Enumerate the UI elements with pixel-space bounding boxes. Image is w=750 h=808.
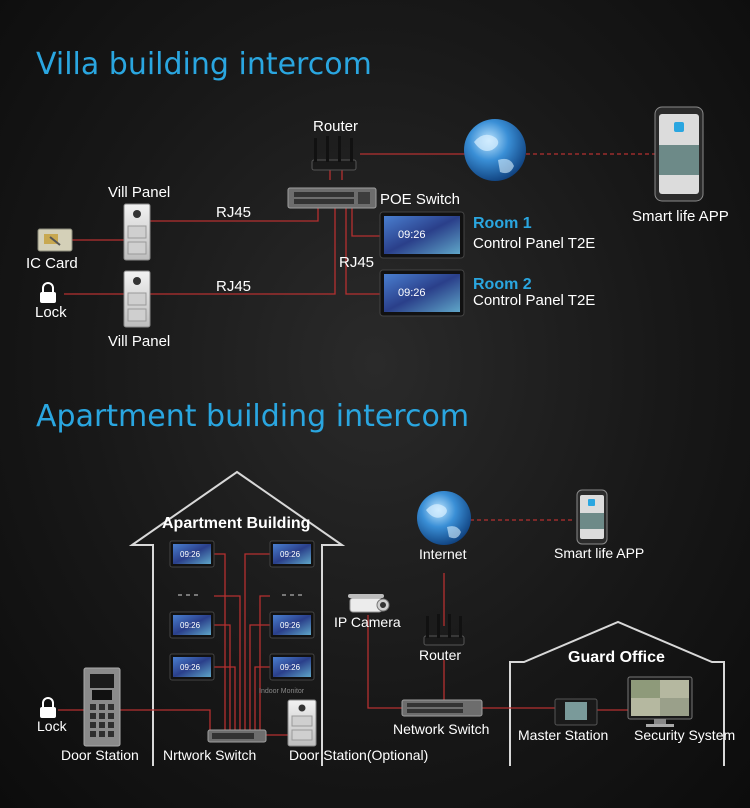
svg-text:09:26: 09:26 bbox=[280, 663, 301, 672]
apartment-router-icon bbox=[423, 614, 465, 646]
svg-text:09:26: 09:26 bbox=[280, 621, 301, 630]
svg-text:09:26: 09:26 bbox=[180, 621, 201, 630]
door-station-optional-label: Door Station(Optional) bbox=[289, 747, 428, 763]
apartment-building-outline bbox=[128, 470, 346, 766]
internet-globe-icon bbox=[417, 491, 471, 545]
svg-text:09:26: 09:26 bbox=[180, 663, 201, 672]
ic-card-label: IC Card bbox=[26, 255, 78, 272]
building-network-switch-icon bbox=[207, 729, 267, 743]
villa-router-label: Router bbox=[313, 118, 358, 135]
indoor-monitor-3: 09:26 bbox=[169, 611, 215, 639]
master-station-icon bbox=[554, 698, 598, 726]
optional-door-station-icon bbox=[287, 699, 317, 747]
room1-label: Room 1 bbox=[473, 215, 532, 232]
rj45-bottom-label: RJ45 bbox=[216, 278, 251, 295]
vill-panel-bottom-label: Vill Panel bbox=[108, 333, 170, 350]
room2-panel-label: Control Panel T2E bbox=[473, 292, 595, 309]
apartment-router-label: Router bbox=[419, 647, 461, 663]
door-station-label: Door Station bbox=[61, 747, 139, 763]
villa-lock-icon bbox=[40, 282, 56, 303]
ip-camera-label: IP Camera bbox=[334, 614, 401, 630]
nrtwork-switch-label: Nrtwork Switch bbox=[163, 747, 256, 763]
villa-smart-app-label: Smart life APP bbox=[632, 208, 729, 225]
poe-switch-label: POE Switch bbox=[380, 191, 460, 208]
vill-panel-bottom-icon bbox=[123, 270, 151, 328]
villa-lock-label: Lock bbox=[35, 304, 67, 321]
door-station-icon bbox=[83, 667, 121, 747]
guard-office-outline bbox=[509, 620, 725, 766]
villa-wires bbox=[64, 153, 655, 295]
apartment-network-switch-label: Network Switch bbox=[393, 721, 489, 737]
poe-switch-icon bbox=[287, 187, 377, 209]
guard-office-label: Guard Office bbox=[568, 649, 665, 666]
indoor-monitor-1: 09:26 bbox=[169, 540, 215, 568]
vill-panel-top-label: Vill Panel bbox=[108, 184, 170, 201]
apartment-lock-label: Lock bbox=[37, 718, 68, 734]
apartment-title: Apartment building intercom bbox=[36, 399, 469, 434]
indoor-monitor-2: 09:26 bbox=[269, 540, 315, 568]
svg-text:09:26: 09:26 bbox=[180, 550, 201, 559]
internet-label: Internet bbox=[419, 546, 467, 562]
security-system-icon bbox=[627, 676, 693, 727]
indoor-monitor-label: Indoor Monitor bbox=[259, 688, 305, 695]
ic-card-icon bbox=[37, 228, 73, 252]
apartment-network-switch-icon bbox=[401, 699, 483, 717]
apartment-building-label: Apartment Building bbox=[162, 515, 310, 532]
room2-control-panel-icon: 09:26 bbox=[379, 269, 465, 317]
indoor-monitor-4: 09:26 bbox=[269, 611, 315, 639]
master-station-label: Master Station bbox=[518, 727, 608, 743]
security-system-label: Security System bbox=[634, 727, 735, 743]
svg-text:09:26: 09:26 bbox=[280, 550, 301, 559]
villa-phone-icon bbox=[654, 106, 704, 202]
room1-control-panel-icon: 09:26 bbox=[379, 211, 465, 259]
room2-label: Room 2 bbox=[473, 276, 532, 293]
apartment-wires bbox=[58, 519, 630, 736]
apartment-phone-icon bbox=[576, 489, 608, 545]
apartment-smart-app-label: Smart life APP bbox=[554, 545, 644, 561]
vill-panel-top-icon bbox=[123, 203, 151, 261]
rj45-top-label: RJ45 bbox=[216, 204, 251, 221]
villa-router-icon bbox=[311, 136, 357, 171]
rj45-right-label: RJ45 bbox=[339, 254, 374, 271]
room2-screen-time: 09:26 bbox=[398, 287, 426, 299]
indoor-monitor-5: 09:26 bbox=[169, 653, 215, 681]
room1-panel-label: Control Panel T2E bbox=[473, 235, 595, 252]
indoor-monitor-6: 09:26 bbox=[269, 653, 315, 681]
villa-globe-icon bbox=[464, 119, 526, 181]
ip-camera-icon bbox=[348, 594, 390, 613]
apartment-lock-icon bbox=[40, 697, 56, 718]
indoor-monitor-row-dots bbox=[178, 594, 302, 596]
villa-title: Villa building intercom bbox=[36, 47, 372, 82]
room1-screen-time: 09:26 bbox=[398, 229, 426, 241]
